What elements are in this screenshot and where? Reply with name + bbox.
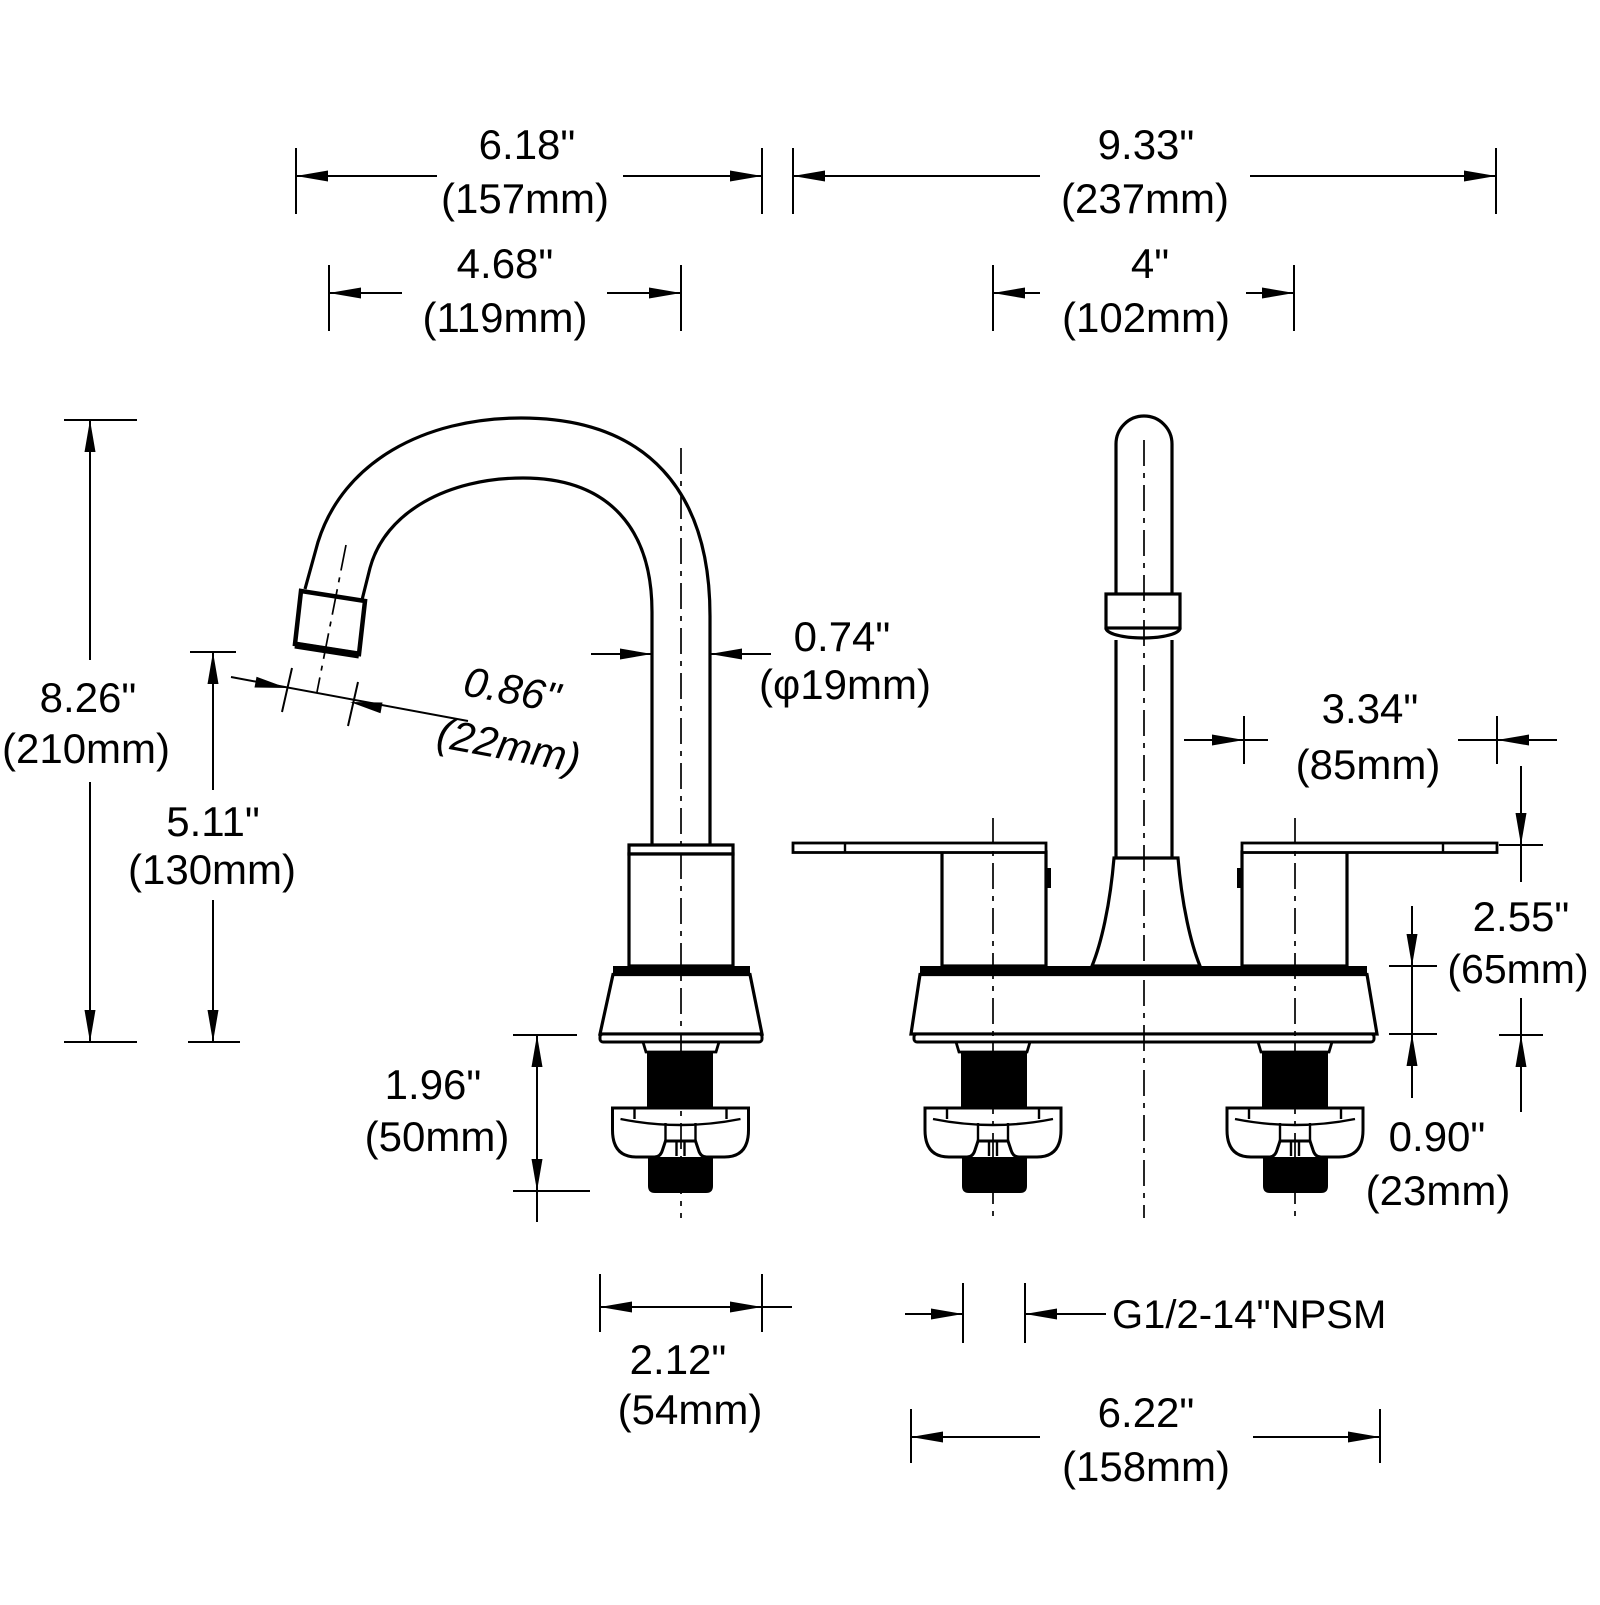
front-view [791,414,1499,1218]
svg-text:5.11": 5.11" [166,798,260,845]
dim-6.18: 6.18" (157mm) [295,121,763,222]
svg-text:(158mm): (158mm) [1062,1443,1230,1490]
svg-text:(210mm): (210mm) [2,725,170,772]
lever-right [1240,841,1499,854]
shank-lower-left [962,1157,1027,1193]
svg-text:2.12": 2.12" [630,1336,727,1383]
riser-tube [1114,414,1174,596]
svg-text:9.33": 9.33" [1098,121,1195,168]
dim-8.26: 8.26" (210mm) [2,419,170,1043]
svg-text:4.68": 4.68" [457,240,554,287]
dimensions: 6.18" (157mm) 4.68" (119mm) 9.33" (237mm… [2,121,1589,1490]
svg-text:1.96": 1.96" [385,1061,482,1108]
svg-text:(φ19mm): (φ19mm) [759,661,931,708]
nozzle-axis-centerline [316,544,347,693]
shank-lower-right [1263,1157,1328,1193]
dim-6.22: 6.22" (158mm) [910,1389,1381,1490]
dim-2.55: 2.55" (65mm) [1447,766,1589,1112]
svg-text:0.90": 0.90" [1389,1113,1486,1160]
dim-thread: G1/2-14"NPSM [905,1283,1386,1343]
svg-text:(237mm): (237mm) [1061,175,1229,222]
svg-text:2.55": 2.55" [1473,893,1570,940]
svg-text:3.34": 3.34" [1322,685,1419,732]
svg-text:6.18": 6.18" [479,121,576,168]
dim-2.12: 2.12" (54mm) [599,1274,792,1433]
riser-tube-lower [1114,640,1174,858]
svg-text:(50mm): (50mm) [365,1113,510,1160]
svg-text:0.74": 0.74" [794,613,891,660]
spout-inner-edge [360,476,654,845]
svg-text:(102mm): (102mm) [1062,294,1230,341]
svg-text:6.22": 6.22" [1098,1389,1195,1436]
svg-text:(119mm): (119mm) [423,294,588,341]
dim-0.74: 0.74" (φ19mm) [591,613,931,708]
handle-post-left [940,850,1048,968]
svg-text:(54mm): (54mm) [618,1386,763,1433]
svg-text:(85mm): (85mm) [1296,741,1441,788]
shank-upper-left [961,1052,1027,1108]
setscrew-right [1237,868,1242,888]
setscrew-left [1046,868,1051,888]
dim-1.96: 1.96" (50mm) [365,1034,590,1222]
svg-text:(130mm): (130mm) [128,846,296,893]
svg-text:4": 4" [1131,240,1169,287]
mounting-nut-left [923,1106,1063,1159]
spout-outer-edge [303,416,712,845]
dim-4.68: 4.68" (119mm) [328,240,682,341]
svg-text:(65mm): (65mm) [1447,946,1588,992]
dim-3.34: 3.34" (85mm) [1184,685,1557,788]
nozzle-tip-face [294,641,360,659]
svg-text:8.26": 8.26" [40,674,137,721]
svg-text:G1/2-14"NPSM: G1/2-14"NPSM [1112,1293,1386,1337]
aerator-ring [1104,592,1182,630]
dim-4: 4" (102mm) [992,240,1295,341]
lever-left [791,841,1048,854]
side-view [292,416,764,1218]
dim-9.33: 9.33" (237mm) [792,121,1497,222]
svg-text:(157mm): (157mm) [441,175,609,222]
dim-5.11: 5.11" (130mm) [128,651,296,1043]
threaded-shank-upper [647,1052,713,1108]
escutcheon-top-band [613,966,750,975]
svg-text:(23mm): (23mm) [1366,1167,1511,1214]
lever-end-marks [843,843,1445,853]
dim-0.90: 0.90" (23mm) [1366,906,1511,1214]
